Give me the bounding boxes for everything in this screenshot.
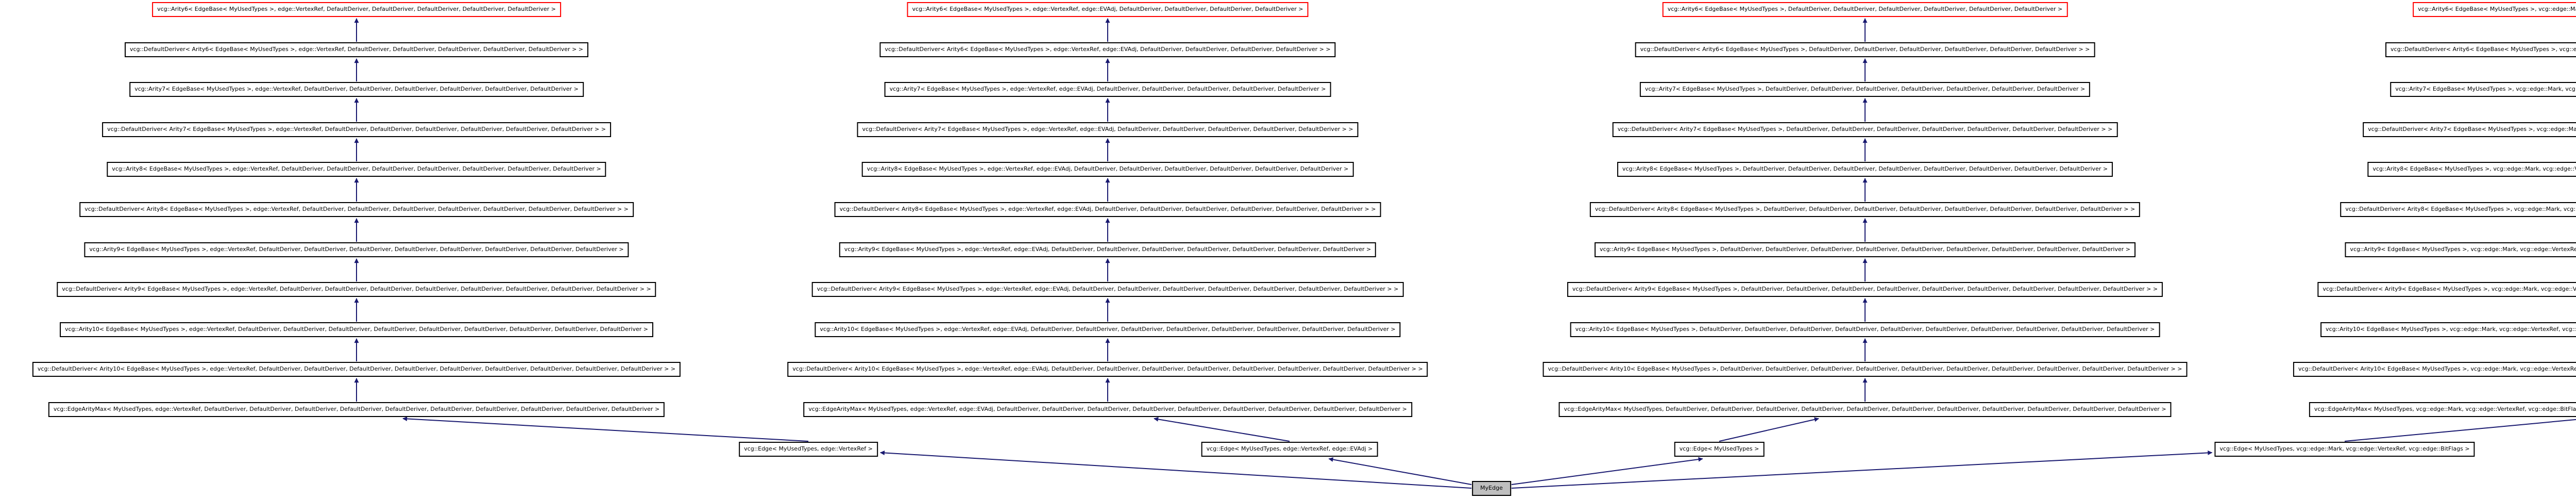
root-class-node: MyEdge [1472,481,1511,496]
class-node[interactable]: vcg::Arity8< EdgeBase< MyUsedTypes >, ed… [107,162,606,177]
class-node[interactable]: vcg::DefaultDeriver< Arity8< EdgeBase< M… [79,202,634,217]
class-node[interactable]: vcg::EdgeArityMax< MyUsedTypes, edge::Ve… [803,402,1412,417]
class-node[interactable]: vcg::DefaultDeriver< Arity8< EdgeBase< M… [2340,202,2576,217]
class-node[interactable]: vcg::DefaultDeriver< Arity10< EdgeBase< … [2293,362,2576,377]
class-node[interactable]: vcg::Edge< MyUsedTypes, edge::VertexRef,… [1201,442,1378,457]
class-node[interactable]: vcg::Arity7< EdgeBase< MyUsedTypes >, De… [1639,82,2091,97]
class-node[interactable]: vcg::DefaultDeriver< Arity6< EdgeBase< M… [2385,42,2576,57]
class-node[interactable]: vcg::DefaultDeriver< Arity9< EdgeBase< M… [2317,282,2576,297]
class-node[interactable]: vcg::DefaultDeriver< Arity6< EdgeBase< M… [879,42,1336,57]
class-node[interactable]: vcg::Arity8< EdgeBase< MyUsedTypes >, vc… [2367,162,2576,177]
class-node[interactable]: vcg::EdgeArityMax< MyUsedTypes, vcg::edg… [2309,402,2576,417]
class-node[interactable]: vcg::DefaultDeriver< Arity9< EdgeBase< M… [57,282,656,297]
class-node[interactable]: vcg::Arity10< EdgeBase< MyUsedTypes >, v… [2320,322,2576,337]
class-node-truncated[interactable]: vcg::Arity6< EdgeBase< MyUsedTypes >, De… [1662,2,2068,17]
class-node[interactable]: vcg::Edge< MyUsedTypes > [1674,442,1765,457]
class-node[interactable]: vcg::DefaultDeriver< Arity7< EdgeBase< M… [857,122,1359,137]
class-node-truncated[interactable]: vcg::Arity6< EdgeBase< MyUsedTypes >, ed… [907,2,1309,17]
class-node[interactable]: vcg::DefaultDeriver< Arity7< EdgeBase< M… [1612,122,2118,137]
class-node-truncated[interactable]: vcg::Arity6< EdgeBase< MyUsedTypes >, ed… [152,2,561,17]
class-node[interactable]: vcg::Arity8< EdgeBase< MyUsedTypes >, De… [1617,162,2113,177]
class-node[interactable]: vcg::DefaultDeriver< Arity8< EdgeBase< M… [1589,202,2141,217]
class-node[interactable]: vcg::Arity8< EdgeBase< MyUsedTypes >, ed… [861,162,1354,177]
class-node[interactable]: vcg::Arity7< EdgeBase< MyUsedTypes >, ed… [884,82,1331,97]
class-node[interactable]: vcg::Arity9< EdgeBase< MyUsedTypes >, De… [1595,242,2136,257]
class-node[interactable]: vcg::Arity9< EdgeBase< MyUsedTypes >, ed… [84,242,629,257]
class-node[interactable]: vcg::EdgeArityMax< MyUsedTypes, edge::Ve… [48,402,665,417]
class-node[interactable]: vcg::Arity10< EdgeBase< MyUsedTypes >, e… [60,322,653,337]
class-node[interactable]: vcg::DefaultDeriver< Arity10< EdgeBase< … [32,362,681,377]
class-node-truncated[interactable]: vcg::Arity6< EdgeBase< MyUsedTypes >, vc… [2413,2,2576,17]
class-node[interactable]: vcg::Arity10< EdgeBase< MyUsedTypes >, e… [815,322,1401,337]
class-node[interactable]: vcg::Arity9< EdgeBase< MyUsedTypes >, vc… [2345,242,2576,257]
class-node[interactable]: vcg::EdgeArityMax< MyUsedTypes, DefaultD… [1558,402,2172,417]
class-node[interactable]: vcg::Arity7< EdgeBase< MyUsedTypes >, vc… [2390,82,2576,97]
class-node[interactable]: vcg::Arity9< EdgeBase< MyUsedTypes >, ed… [839,242,1377,257]
class-node[interactable]: vcg::Arity7< EdgeBase< MyUsedTypes >, ed… [129,82,584,97]
class-node[interactable]: vcg::Edge< MyUsedTypes, vcg::edge::Mark,… [2214,442,2475,457]
class-node[interactable]: vcg::DefaultDeriver< Arity7< EdgeBase< M… [102,122,611,137]
class-node[interactable]: vcg::DefaultDeriver< Arity9< EdgeBase< M… [811,282,1404,297]
class-node[interactable]: vcg::DefaultDeriver< Arity10< EdgeBase< … [787,362,1428,377]
class-node[interactable]: vcg::Arity10< EdgeBase< MyUsedTypes >, D… [1570,322,2160,337]
class-node[interactable]: vcg::DefaultDeriver< Arity8< EdgeBase< M… [834,202,1381,217]
class-node[interactable]: vcg::DefaultDeriver< Arity6< EdgeBase< M… [1635,42,2095,57]
class-node[interactable]: vcg::DefaultDeriver< Arity7< EdgeBase< M… [2363,122,2576,137]
class-node[interactable]: vcg::DefaultDeriver< Arity10< EdgeBase< … [1543,362,2188,377]
class-node[interactable]: vcg::DefaultDeriver< Arity9< EdgeBase< M… [1567,282,2163,297]
class-node[interactable]: vcg::Edge< MyUsedTypes, edge::VertexRef … [739,442,878,457]
class-node[interactable]: vcg::DefaultDeriver< Arity6< EdgeBase< M… [124,42,589,57]
